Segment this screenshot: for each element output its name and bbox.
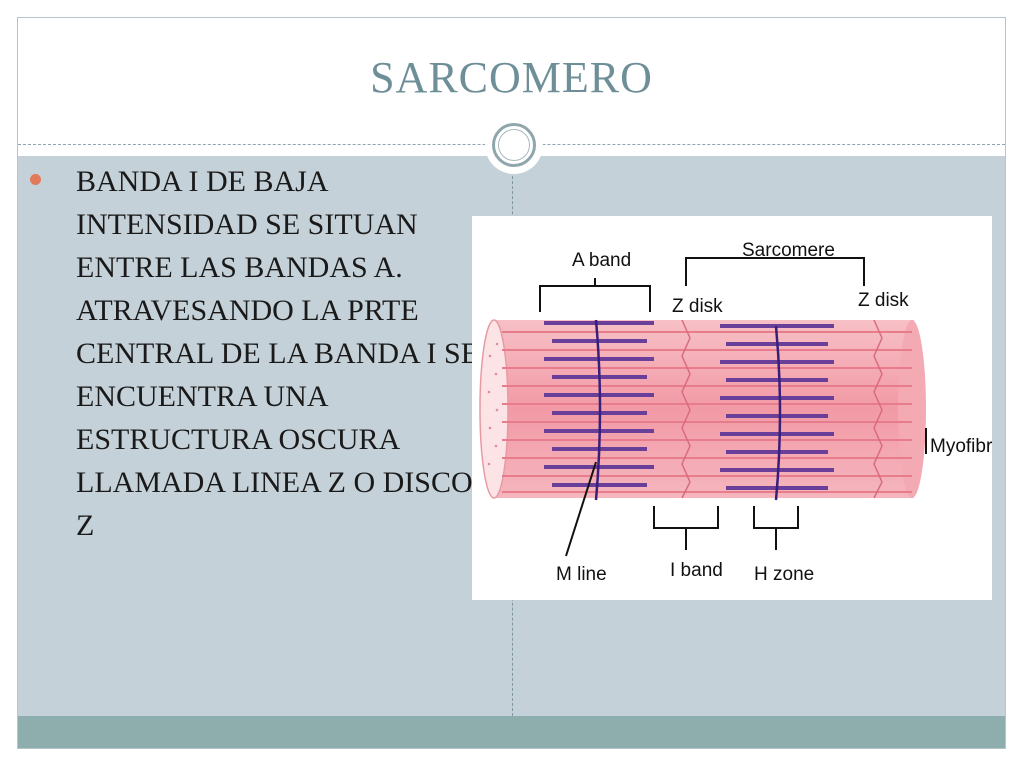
bullet-text: BANDA I DE BAJA INTENSIDAD SE SITUAN ENT… bbox=[76, 165, 480, 542]
i-band-label: I band bbox=[670, 560, 723, 581]
h-zone-bracket bbox=[753, 506, 799, 550]
a-band-bracket bbox=[539, 278, 651, 312]
i-band-bracket bbox=[653, 506, 719, 550]
sarcomere-diagram: A band Sarcomere Z disk Z disk Myofibril… bbox=[472, 216, 992, 600]
a-band-label: A band bbox=[572, 250, 631, 271]
z-disk-right-label: Z disk bbox=[858, 290, 909, 311]
myofibril-body bbox=[479, 319, 926, 499]
ornament-ring bbox=[492, 123, 536, 167]
circle-ornament-icon bbox=[485, 116, 543, 174]
z-disks bbox=[681, 319, 883, 499]
m-line-label: M line bbox=[556, 564, 607, 585]
ornament-inner-ring bbox=[498, 129, 530, 161]
sarcomere-label: Sarcomere bbox=[742, 240, 835, 261]
footer-bar bbox=[18, 716, 1005, 748]
m-lines bbox=[594, 319, 782, 501]
bullet-dot-icon bbox=[30, 174, 41, 185]
sarcomere-bracket bbox=[685, 257, 865, 286]
h-zone-label: H zone bbox=[754, 564, 814, 585]
sarcomere-diagram-svg: A band Sarcomere Z disk Z disk Myofibril… bbox=[479, 240, 992, 585]
thin-filaments bbox=[502, 331, 912, 493]
slide-title: SARCOMERO bbox=[370, 53, 653, 102]
m-line-pointer bbox=[565, 461, 597, 557]
myofibril-label: Myofibril bbox=[930, 436, 992, 457]
z-disk-left-label: Z disk bbox=[672, 296, 723, 317]
